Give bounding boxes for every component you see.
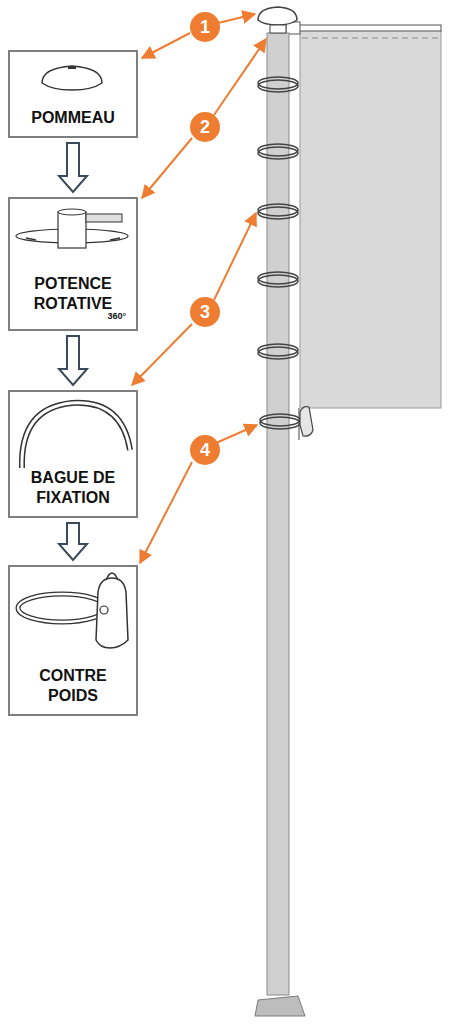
flow-arrow (59, 143, 87, 192)
part-name: POMMEAU (16, 108, 130, 128)
part-name: BAGUE DE FIXATION (16, 468, 130, 508)
part-name: CONTRE POIDS (16, 666, 130, 706)
rotation-note: 360° (16, 311, 130, 321)
flow-arrow (59, 523, 87, 560)
part-box: BAGUE DE FIXATION (8, 390, 138, 518)
part-box: POMMEAU (8, 50, 138, 138)
callout-number: 2 (190, 112, 220, 142)
flow-arrow (59, 336, 87, 385)
part-box: POTENCE ROTATIVE360° (8, 197, 138, 331)
part-box: CONTRE POIDS (8, 565, 138, 716)
callout-number: 1 (190, 12, 220, 42)
callout-number: 3 (190, 297, 220, 327)
part-name: POTENCE ROTATIVE (16, 274, 130, 314)
callout-number: 4 (190, 435, 220, 465)
